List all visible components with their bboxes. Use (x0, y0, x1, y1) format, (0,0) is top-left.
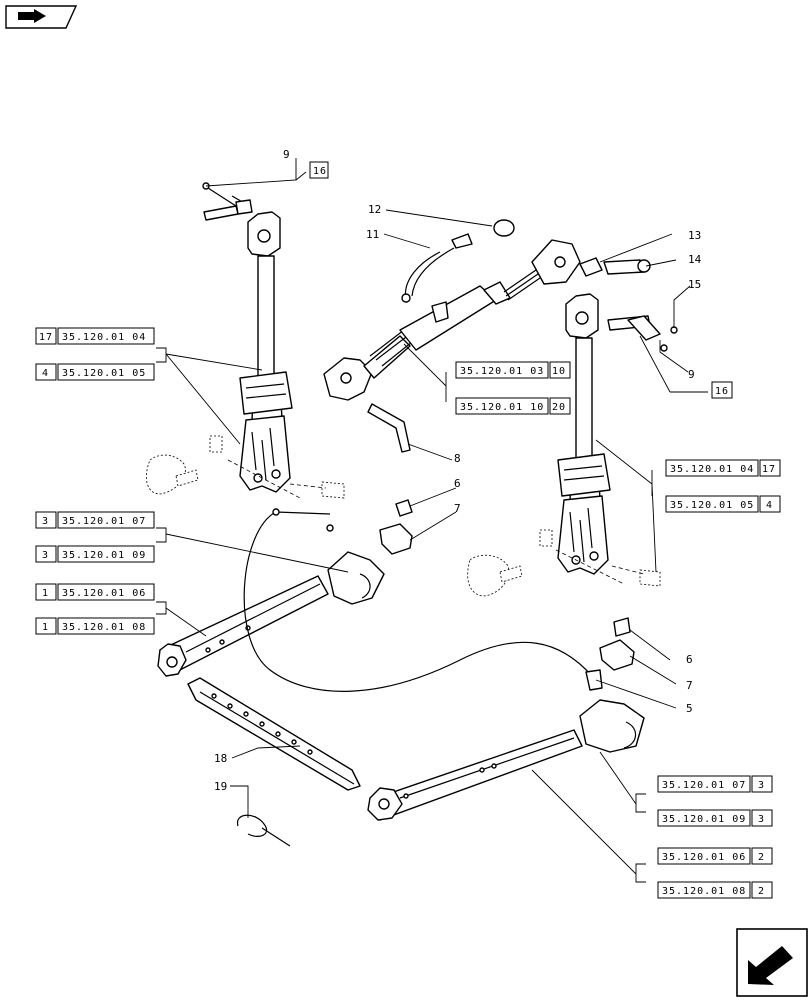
svg-text:10: 10 (552, 366, 566, 377)
svg-text:35.120.01 09: 35.120.01 09 (62, 550, 146, 561)
svg-text:35.120.01 04: 35.120.01 04 (62, 332, 146, 343)
check-chain-cable (243, 508, 603, 692)
callout-11: 11 (366, 228, 379, 241)
svg-text:3: 3 (758, 780, 765, 791)
svg-text:2: 2 (758, 852, 765, 863)
svg-text:35.120.01 10: 35.120.01 10 (460, 402, 544, 413)
callout-5: 5 (686, 702, 693, 715)
callout-7-lower: 7 (686, 679, 693, 692)
svg-text:16: 16 (313, 166, 327, 177)
svg-text:35.120.01 09: 35.120.01 09 (662, 814, 746, 825)
callout-19: 19 (214, 780, 227, 793)
stabilizer-bar (187, 677, 361, 791)
ref-box-1-35.120.01-06-left[interactable]: 1 35.120.01 06 (35, 583, 155, 601)
svg-text:35.120.01 06: 35.120.01 06 (62, 588, 146, 599)
ref-box-20-35.120.01-10[interactable]: 35.120.01 10 20 (455, 397, 571, 415)
svg-text:35.120.01 08: 35.120.01 08 (62, 622, 146, 633)
svg-text:2: 2 (758, 886, 765, 897)
ref-box-16-right[interactable]: 16 (711, 381, 733, 399)
ref-box-4-35.120.01-05-left[interactable]: 4 35.120.01 05 (35, 363, 155, 381)
svg-text:3: 3 (42, 550, 49, 561)
callout-6-lower: 6 (686, 653, 693, 666)
ref-box-1-35.120.01-08-left[interactable]: 1 35.120.01 08 (35, 617, 155, 635)
callout-6-upper: 6 (454, 477, 461, 490)
svg-text:35.120.01 03: 35.120.01 03 (460, 366, 544, 377)
ref-box-3-35.120.01-09-left[interactable]: 3 35.120.01 09 (35, 545, 155, 563)
callout-9-top: 9 (283, 148, 290, 161)
right-lift-rod (467, 293, 678, 597)
callout-18: 18 (214, 752, 227, 765)
callout-7-upper: 7 (454, 502, 461, 515)
callout-13: 13 (688, 229, 701, 242)
svg-text:35.120.01 05: 35.120.01 05 (62, 368, 146, 379)
top-link-assembly (323, 219, 651, 453)
left-lift-rod (146, 182, 345, 499)
linch-pin-clip (237, 814, 291, 847)
book-arrow-icon[interactable] (5, 5, 78, 29)
callout-15: 15 (688, 278, 701, 291)
svg-text:3: 3 (42, 516, 49, 527)
svg-text:35.120.01 04: 35.120.01 04 (670, 464, 754, 475)
callout-14: 14 (688, 253, 702, 266)
lower-link-left (157, 551, 385, 677)
callout-labels: 9 12 11 13 14 15 9 8 6 7 6 7 5 18 19 (214, 148, 702, 793)
callout-8: 8 (454, 452, 461, 465)
lower-link-right (367, 699, 645, 821)
ref-box-16-top[interactable]: 16 (309, 161, 329, 179)
svg-text:35.120.01 07: 35.120.01 07 (662, 780, 746, 791)
ref-box-10-35.120.01-03[interactable]: 35.120.01 03 10 (455, 361, 571, 379)
leader-lines (156, 158, 708, 883)
return-arrow-icon[interactable] (736, 928, 808, 997)
svg-text:1: 1 (42, 622, 49, 633)
ref-box-3-35.120.01-09-right[interactable]: 35.120.01 09 3 (657, 809, 773, 827)
svg-text:16: 16 (715, 386, 729, 397)
ref-box-4-35.120.01-05-right[interactable]: 35.120.01 05 4 (665, 495, 781, 513)
callout-9-right: 9 (688, 368, 695, 381)
svg-text:17: 17 (39, 332, 53, 343)
svg-text:4: 4 (766, 500, 773, 511)
ref-box-17-35.120.01-04-right[interactable]: 35.120.01 04 17 (665, 459, 781, 477)
callout-12: 12 (368, 203, 381, 216)
ref-box-3-35.120.01-07-left[interactable]: 3 35.120.01 07 (35, 511, 155, 529)
svg-text:35.120.01 07: 35.120.01 07 (62, 516, 146, 527)
svg-text:4: 4 (42, 368, 49, 379)
ref-box-17-35.120.01-04-left[interactable]: 17 35.120.01 04 (35, 327, 155, 345)
svg-text:1: 1 (42, 588, 49, 599)
bushing-and-socket-upper (379, 499, 413, 555)
svg-text:20: 20 (552, 402, 566, 413)
svg-text:35.120.01 05: 35.120.01 05 (670, 500, 754, 511)
svg-text:35.120.01 08: 35.120.01 08 (662, 886, 746, 897)
svg-text:3: 3 (758, 814, 765, 825)
ref-box-2-35.120.01-06-right[interactable]: 35.120.01 06 2 (657, 847, 773, 865)
bushing-and-socket-lower (599, 617, 635, 671)
svg-text:17: 17 (762, 464, 776, 475)
svg-text:35.120.01 06: 35.120.01 06 (662, 852, 746, 863)
ref-box-3-35.120.01-07-right[interactable]: 35.120.01 07 3 (657, 775, 773, 793)
ref-box-2-35.120.01-08-right[interactable]: 35.120.01 08 2 (657, 881, 773, 899)
